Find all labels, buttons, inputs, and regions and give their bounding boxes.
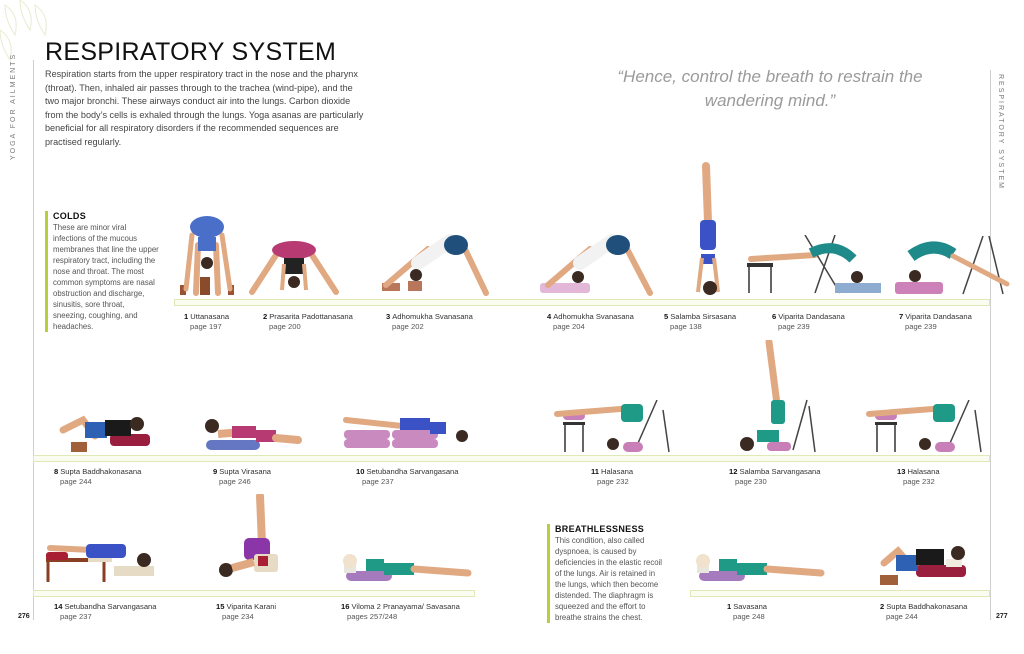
breathlessness-section: BREATHLESSNESS This condition, also call… bbox=[547, 524, 665, 623]
breathlessness-heading: BREATHLESSNESS bbox=[555, 524, 645, 534]
pose-figure-viparita-dandasana-2 bbox=[893, 236, 1013, 298]
pose-figure-prasarita-padottanasana bbox=[248, 240, 340, 296]
pose-figure-uttanasana bbox=[178, 215, 238, 297]
pose-figure-supta-virasana bbox=[202, 416, 302, 454]
pose-figure-viloma-savasana bbox=[342, 553, 472, 585]
pose-figure-adhomukha-svanasana-1 bbox=[378, 233, 490, 297]
pose-figure-supta-baddhakonasana-2 bbox=[876, 545, 971, 587]
pose-figure-viparita-karani bbox=[218, 494, 288, 586]
page-title: RESPIRATORY SYSTEM bbox=[45, 38, 337, 66]
pose-figure-setubandha-sarvangasana-2 bbox=[44, 540, 159, 584]
leaf-ornament-icon bbox=[0, 0, 60, 70]
breathlessness-body: This condition, also called dyspnoea, is… bbox=[555, 536, 663, 622]
pose-figure-salamba-sarvangasana bbox=[737, 340, 817, 454]
pose-figure-adhomukha-svanasana-2 bbox=[538, 233, 658, 297]
pull-quote: “Hence, control the breath to restrain t… bbox=[617, 67, 923, 110]
running-head-left: YOGA FOR AILMENTS bbox=[10, 52, 17, 160]
pose-figure-savasana bbox=[695, 553, 825, 585]
colds-body: These are minor viral infections of the … bbox=[53, 223, 159, 331]
intro-paragraph: Respiration starts from the upper respir… bbox=[45, 69, 364, 147]
running-head-right: RESPIRATORY SYSTEM bbox=[997, 74, 1004, 191]
pose-figure-halasana-1 bbox=[553, 400, 673, 454]
floor-band-row-1 bbox=[174, 299, 990, 306]
page-number-left: 276 bbox=[18, 613, 30, 620]
floor-band-row-3-left bbox=[33, 590, 475, 597]
pose-figure-halasana-2 bbox=[865, 400, 985, 454]
colds-heading: COLDS bbox=[53, 211, 86, 221]
right-margin-rule bbox=[990, 70, 991, 620]
left-margin-rule bbox=[33, 60, 34, 620]
pose-figure-salamba-sirsasana bbox=[688, 162, 728, 298]
colds-section: COLDS These are minor viral infections o… bbox=[45, 211, 160, 332]
page-number-right: 277 bbox=[996, 613, 1008, 620]
pose-figure-viparita-dandasana-1 bbox=[745, 235, 885, 297]
pose-figure-supta-baddhakonasana-1 bbox=[55, 412, 150, 454]
floor-band-row-2 bbox=[33, 455, 990, 462]
pose-figure-setubandha-sarvangasana-1 bbox=[342, 414, 477, 450]
floor-band-row-3-right bbox=[690, 590, 990, 597]
